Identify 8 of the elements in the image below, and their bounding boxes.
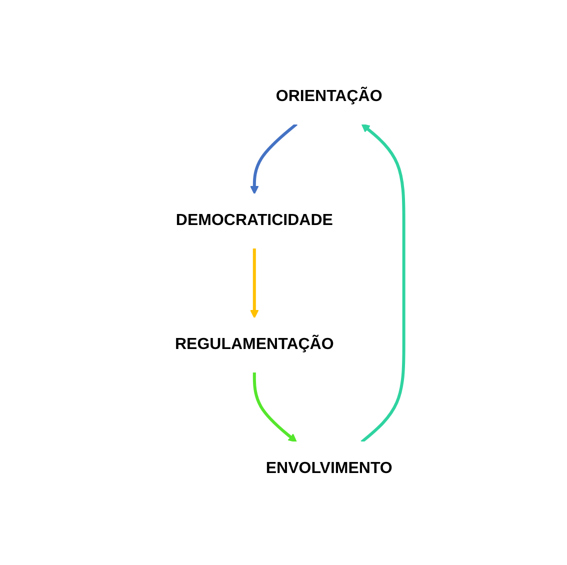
arrow: [360, 123, 406, 443]
arrow: [250, 248, 259, 318]
node-text: ORIENTAÇÃO: [276, 88, 382, 104]
node-text: REGULAMENTAÇÃO: [174, 336, 334, 352]
arrow: [250, 122, 298, 194]
node-text: DEMOCRATICIDADE: [176, 212, 333, 228]
arrow: [252, 372, 297, 442]
node-text: ENVOLVIMENTO: [266, 460, 392, 476]
